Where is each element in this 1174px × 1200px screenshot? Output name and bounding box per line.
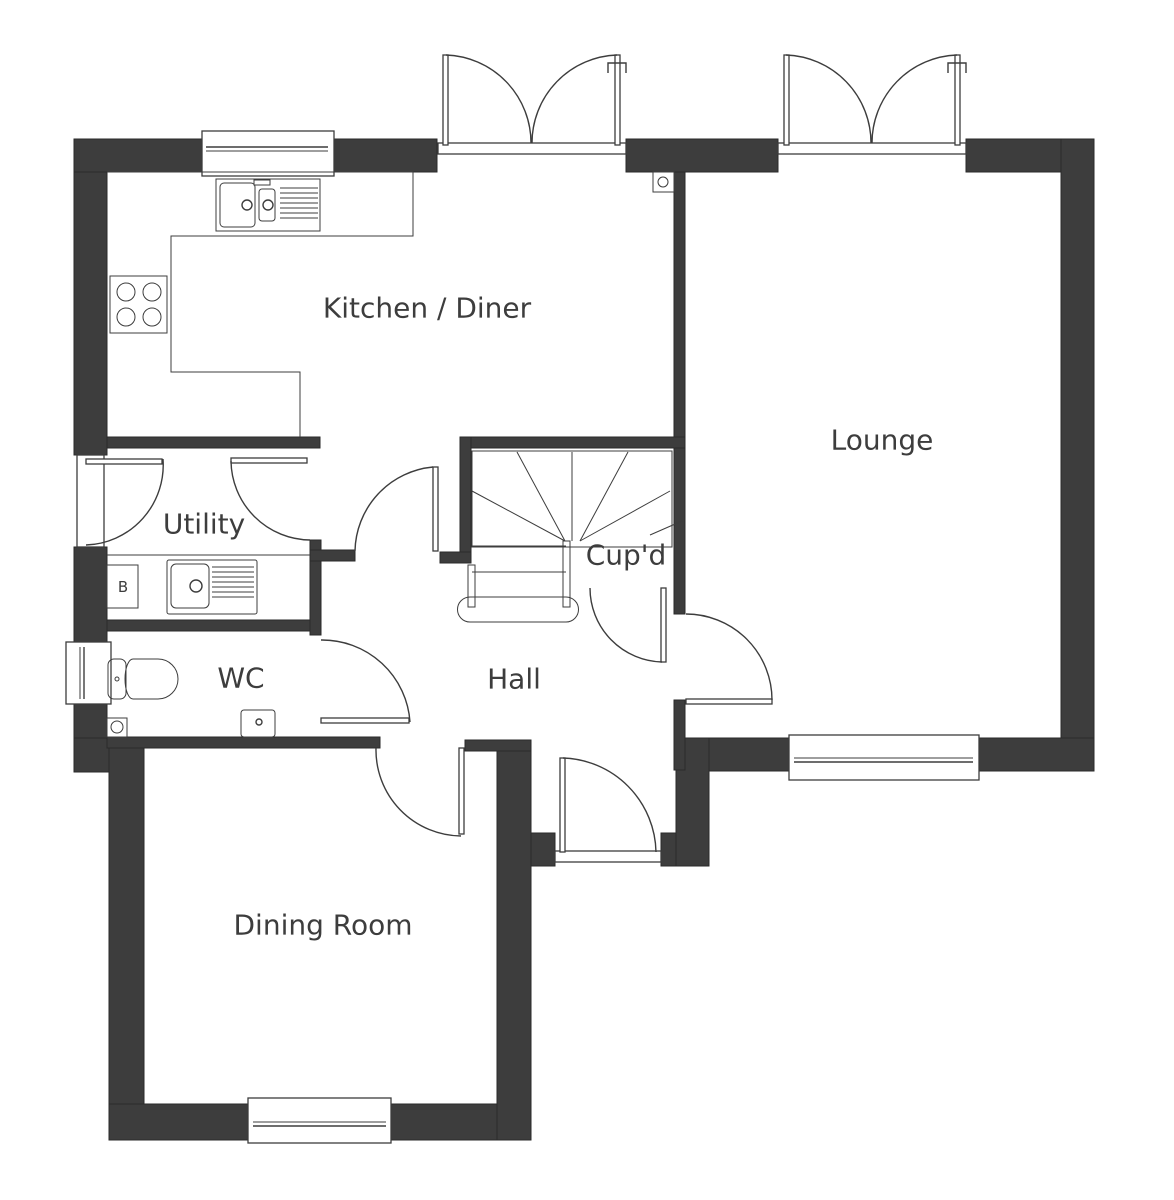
internal-doors: [85, 457, 773, 863]
walls: [73, 138, 1095, 1141]
room-label-utility: Utility: [162, 507, 246, 541]
windows: [65, 130, 980, 1144]
room-label-hall: Hall: [487, 662, 541, 696]
french-doors: [437, 54, 967, 155]
stairs: [457, 450, 683, 623]
utility-wc-fixtures: [106, 554, 310, 738]
boiler-label: B: [117, 578, 129, 596]
room-label-cupboard: Cup'd: [585, 538, 667, 572]
room-label-lounge: Lounge: [830, 423, 934, 457]
room-label-dining: Dining Room: [233, 908, 413, 942]
room-label-kitchen: Kitchen / Diner: [322, 291, 532, 325]
kitchen-fixtures: [107, 171, 675, 437]
room-label-wc: WC: [217, 661, 265, 695]
